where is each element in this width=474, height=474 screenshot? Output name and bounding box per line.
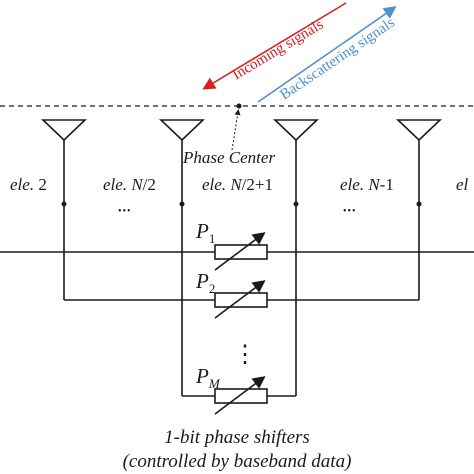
phase-center-arrow [231, 109, 241, 151]
shifter-vertical-ellipsis: ⋮ [233, 342, 257, 368]
caption-line-1: 1-bit phase shifters [164, 427, 310, 448]
phase-center-label: Phase Center [182, 148, 275, 167]
element-ellipsis-left: ••• [118, 206, 132, 217]
phase-center-dot [236, 103, 242, 109]
element-label-n-half-plus-1: ele. N/2+1 [202, 175, 273, 194]
antenna-icon [396, 119, 442, 300]
shifter-label-m: PM [195, 364, 221, 391]
antenna-icon [273, 119, 319, 396]
element-ellipsis-right: ••• [343, 206, 357, 217]
shifter-label-2: P2 [195, 269, 215, 296]
phase-shifter-1 [214, 232, 268, 271]
element-label-n-half: ele. N/2 [103, 175, 156, 194]
phase-shifter-2 [214, 280, 268, 319]
caption-line-2: (controlled by baseband data) [122, 451, 352, 472]
element-label-2: ele. 2 [10, 175, 47, 194]
antenna-icon [41, 119, 87, 300]
antenna-icon [159, 119, 205, 396]
incoming-signal-arrow [202, 2, 347, 90]
backscatter-signal-arrow [257, 6, 397, 103]
shifter-label-1: P1 [195, 219, 215, 246]
element-label-n-cut: el [456, 175, 469, 194]
element-label-n-minus-1: ele. N-1 [340, 175, 394, 194]
phase-shifter-m [214, 376, 268, 415]
backscattering-signals-label: Backscattering signals [277, 15, 398, 104]
